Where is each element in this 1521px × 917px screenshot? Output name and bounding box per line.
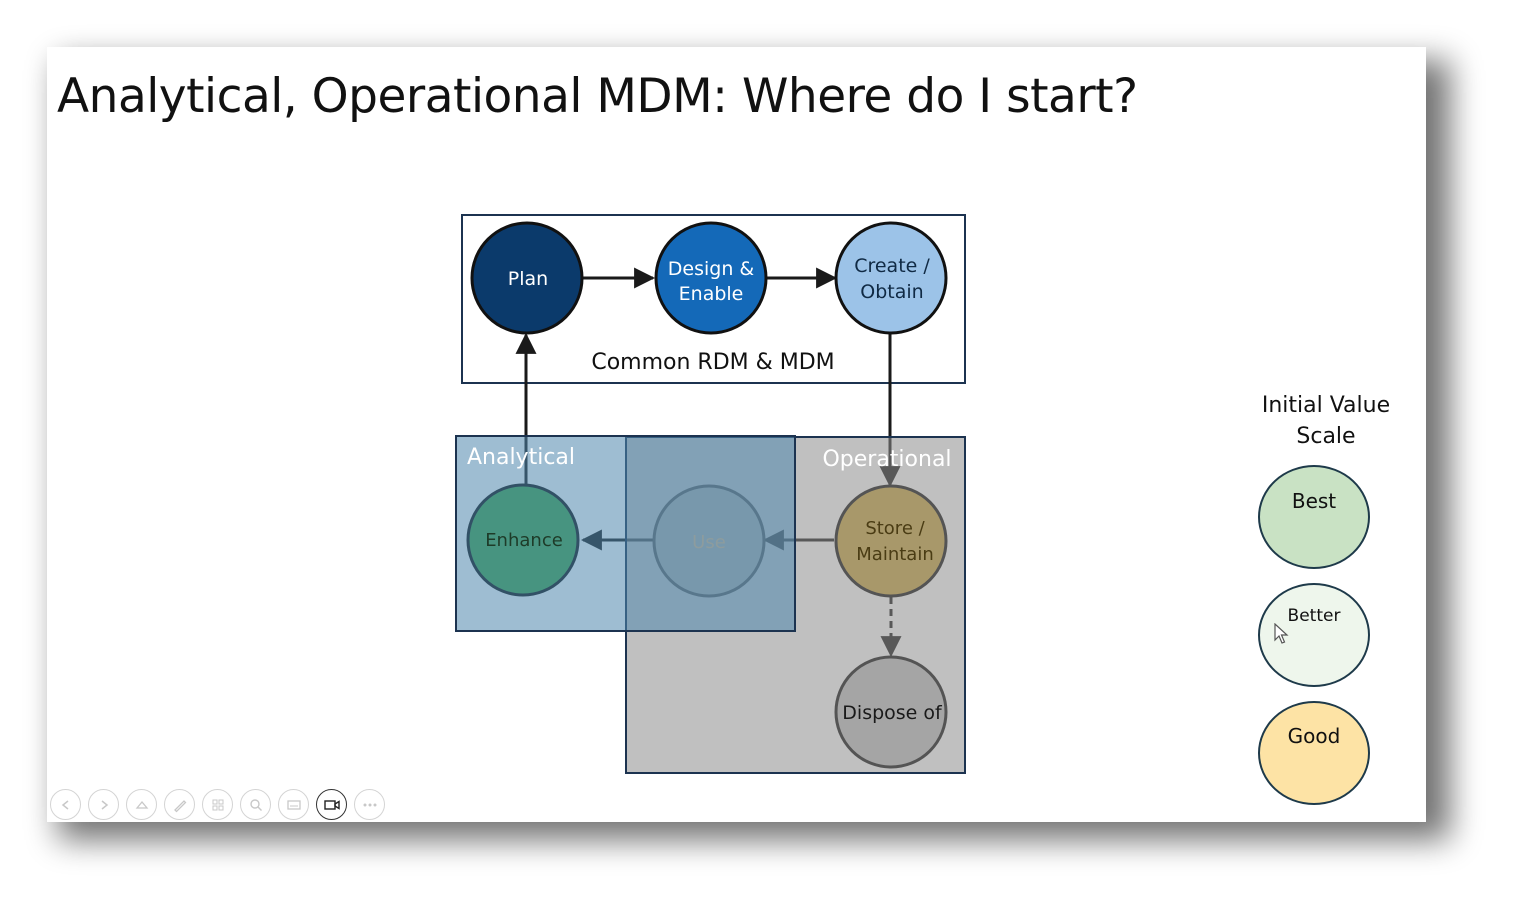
create-obtain-label-line2: Obtain (860, 281, 923, 303)
operational-label: Operational (822, 447, 951, 472)
analytical-label: Analytical (467, 445, 575, 470)
scale-better-circle: Better (1258, 583, 1370, 687)
design-enable-node (654, 221, 768, 335)
plan-node-label: Plan (508, 268, 548, 290)
initial-value-scale-title: Initial Value Scale (1246, 390, 1406, 452)
pen-icon (173, 799, 186, 812)
scale-better-label: Better (1287, 606, 1341, 626)
ink-icon (135, 800, 148, 809)
design-enable-label-line2: Enable (679, 283, 744, 305)
zoom-icon (249, 798, 262, 811)
pen-button[interactable] (164, 789, 195, 820)
enhance-node-label: Enhance (485, 530, 563, 551)
slideshow-toolbar (50, 789, 385, 822)
use-node-label: Use (692, 532, 726, 553)
next-icon (101, 799, 108, 810)
presentation-slide: Analytical, Operational MDM: Where do I … (47, 47, 1426, 822)
subtitles-button[interactable] (278, 789, 309, 820)
scale-title-line2: Scale (1296, 424, 1356, 449)
previous-slide-button[interactable] (50, 789, 81, 820)
scale-best-circle: Best (1258, 465, 1370, 569)
plan-node (470, 221, 584, 335)
see-all-slides-button[interactable] (202, 789, 233, 820)
scale-title-line1: Initial Value (1261, 393, 1391, 418)
more-options-button[interactable] (354, 789, 385, 820)
create-obtain-node (834, 221, 948, 335)
store-maintain-label-line1: Store / (865, 518, 925, 539)
create-obtain-label-line1: Create / (854, 255, 930, 277)
slides-grid-icon (212, 799, 223, 810)
mdm-diagram: Common RDM & MDM Plan Design & Enable Cr… (455, 214, 966, 774)
previous-icon (61, 799, 68, 810)
camera-button[interactable] (316, 789, 347, 820)
scale-best-label: Best (1291, 489, 1337, 513)
store-maintain-label-line2: Maintain (856, 544, 933, 565)
camera-icon (323, 799, 340, 810)
next-slide-button[interactable] (88, 789, 119, 820)
mouse-pointer-icon (1274, 623, 1289, 644)
analytical-region (455, 435, 796, 632)
scale-good-circle: Good (1258, 701, 1370, 805)
scale-good-label: Good (1287, 724, 1341, 748)
design-enable-label-line1: Design & (668, 258, 755, 280)
common-rdm-mdm-label: Common RDM & MDM (591, 350, 834, 375)
subtitles-icon (286, 799, 301, 810)
slide-title: Analytical, Operational MDM: Where do I … (57, 69, 1138, 124)
zoom-button[interactable] (240, 789, 271, 820)
ink-button[interactable] (126, 789, 157, 820)
more-options-icon (363, 803, 376, 806)
dispose-node-label: Dispose of (842, 702, 943, 724)
